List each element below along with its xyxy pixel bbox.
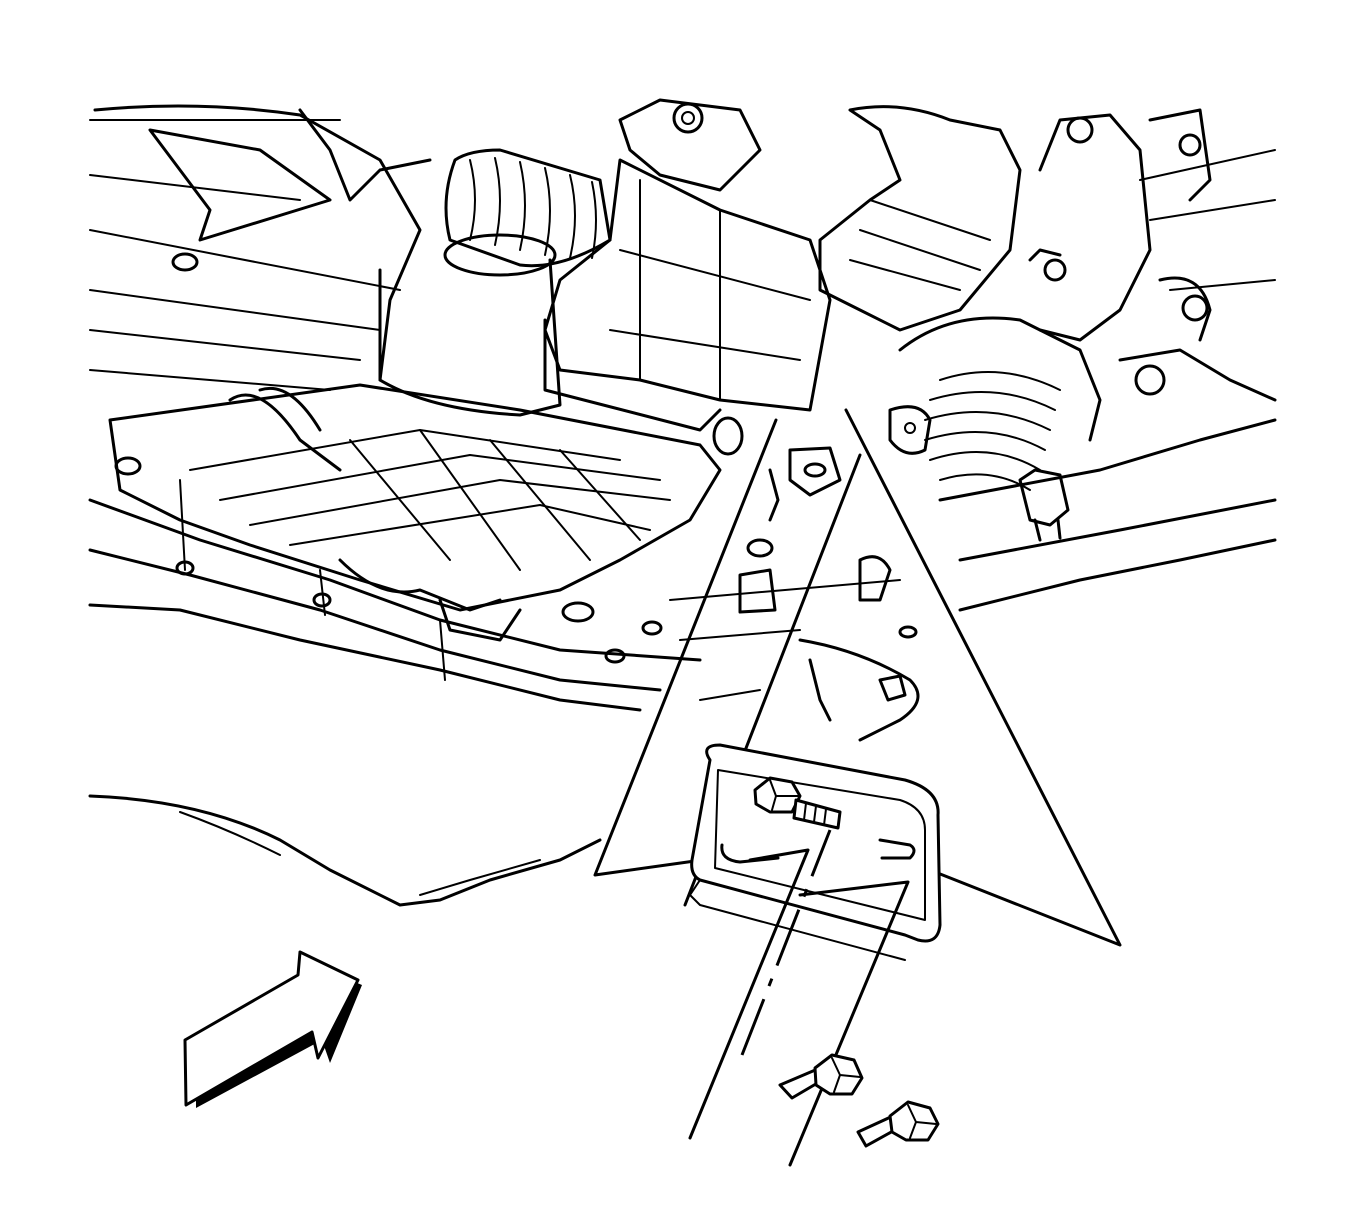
motor-icon xyxy=(378,98,762,417)
bolt-icon xyxy=(778,1053,864,1100)
arrow-icon xyxy=(183,950,362,1108)
vehicle-underbody xyxy=(88,98,1277,907)
bolt-icon xyxy=(753,776,842,830)
underbody-panel-icon xyxy=(108,383,722,664)
bolt-icon xyxy=(856,1100,940,1148)
bracket-icon xyxy=(689,743,942,961)
